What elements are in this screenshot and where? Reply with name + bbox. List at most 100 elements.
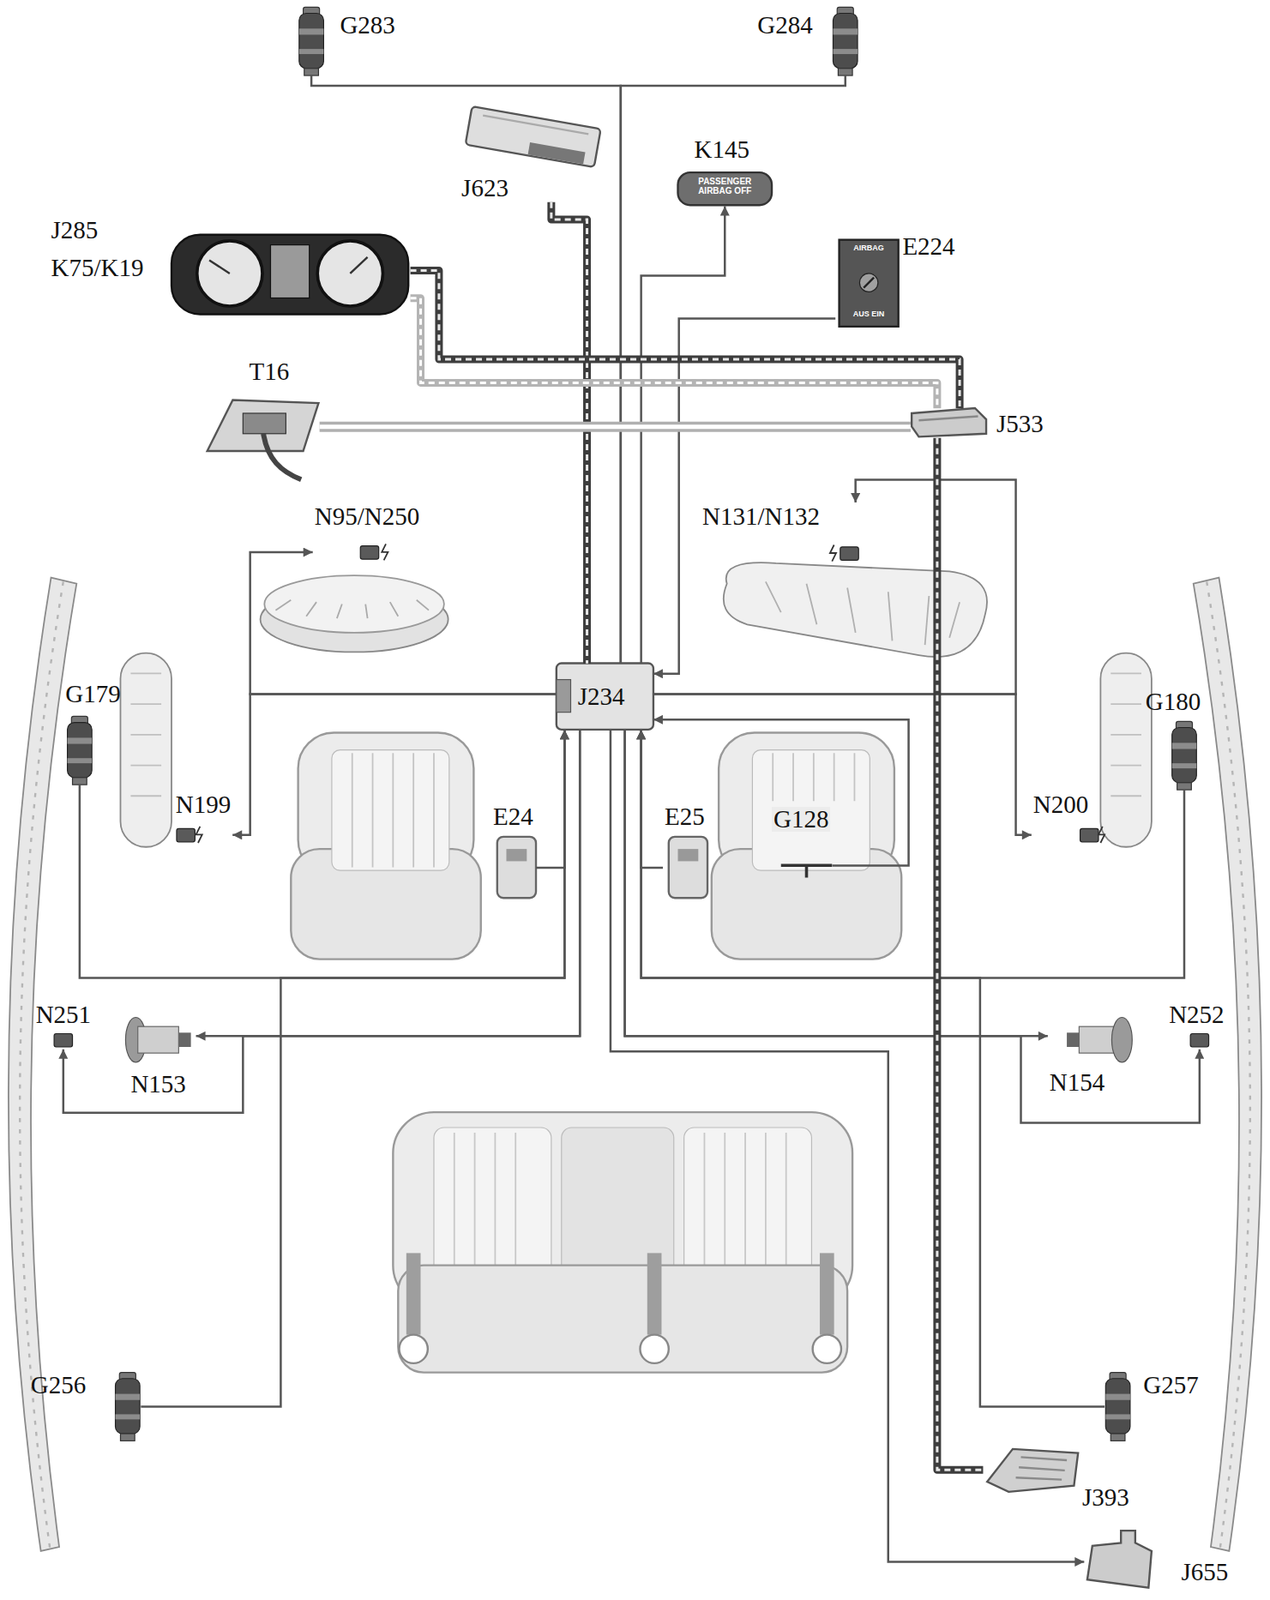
igniter — [840, 547, 859, 560]
part-label: N154 — [1049, 1070, 1105, 1096]
rear-seat — [454, 1132, 787, 1277]
crash-sensor — [115, 1372, 141, 1442]
bus-line — [410, 298, 938, 410]
passenger-airbag — [765, 581, 960, 645]
signal-wire — [641, 729, 663, 868]
signal-wire — [250, 552, 557, 694]
driver-airbag — [264, 575, 445, 633]
bus-line — [937, 438, 984, 1471]
signal-wire — [653, 318, 836, 674]
signal-wire — [641, 729, 1105, 1407]
side-airbag — [1100, 653, 1152, 848]
rear-seat — [392, 1112, 853, 1373]
diagnosis-connector — [207, 400, 320, 481]
part-label: N95/N250 — [314, 504, 420, 530]
component: K145PASSENGER AIRBAG OFF — [678, 135, 773, 207]
control-unit — [987, 1449, 1078, 1493]
crash-sensor — [1105, 1372, 1131, 1442]
part-label: J655 — [1180, 1559, 1228, 1585]
igniter — [1098, 826, 1105, 843]
crash-sensor — [299, 6, 325, 76]
passenger-seat — [711, 732, 902, 959]
control-unit — [465, 106, 602, 168]
part-label: N199 — [175, 792, 231, 818]
buckle-switch — [678, 848, 699, 861]
part-label: K145 — [694, 137, 750, 163]
component: G283 — [299, 6, 398, 75]
part-label: T16 — [248, 359, 289, 385]
belt-tensioner — [1111, 1017, 1132, 1062]
side-airbag — [120, 653, 172, 848]
belt-tensioner — [125, 1017, 191, 1062]
signal-wire — [641, 205, 726, 663]
part-label: E224 — [902, 234, 955, 259]
part-label: N252 — [1168, 1002, 1224, 1028]
signal-wire — [535, 729, 565, 868]
instrument-cluster — [270, 245, 309, 299]
component: E25 — [662, 802, 708, 899]
signal-wire — [140, 729, 565, 1407]
driver-seat — [352, 752, 434, 867]
part-label: K75/K19 — [51, 255, 145, 281]
component: N252 — [1167, 1000, 1226, 1050]
signal-wire — [641, 729, 1185, 978]
control-unit — [465, 106, 602, 168]
part-label: N153 — [130, 1071, 186, 1097]
component: E24 — [491, 802, 536, 899]
diagnosis-connector — [242, 413, 286, 434]
bus-line — [551, 202, 588, 664]
part-label: G284 — [757, 12, 813, 38]
passenger-airbag — [723, 562, 988, 657]
component: E224AIRBAGAUS EIN — [835, 232, 957, 330]
buckle-switch — [497, 836, 536, 898]
igniter — [176, 828, 195, 842]
buckle-switch — [668, 836, 708, 898]
rear-seat — [433, 1127, 552, 1282]
instrument-cluster — [171, 234, 409, 315]
part-label: G179 — [65, 681, 121, 707]
signal-wire — [653, 480, 1017, 695]
component: J285K75/K19 — [49, 216, 411, 320]
signal-wire — [625, 729, 1048, 1036]
curtain-airbag — [1206, 581, 1251, 1549]
signal-wire — [641, 205, 726, 663]
rear-seat — [684, 1127, 813, 1282]
rear-seat — [819, 1252, 835, 1335]
control-unit — [1016, 1456, 1068, 1480]
part-label: J623 — [461, 175, 509, 201]
component: G284 — [755, 6, 859, 75]
curtain-airbag — [8, 577, 77, 1552]
airbag-control-unit — [556, 663, 654, 730]
bus-line — [410, 270, 961, 409]
bus-line — [319, 426, 911, 428]
rear-seat — [812, 1335, 842, 1364]
part-label: G283 — [339, 12, 395, 38]
diagnosis-connector — [263, 433, 301, 481]
bus-line — [551, 202, 588, 664]
signal-wire — [63, 729, 580, 1113]
component: G128 — [770, 805, 832, 879]
rear-seat — [406, 1252, 422, 1335]
bus-line — [551, 202, 588, 664]
part-label: G257 — [1143, 1372, 1198, 1398]
gateway-module — [911, 408, 987, 437]
curtain-airbag — [8, 577, 77, 1552]
instrument-cluster — [209, 257, 368, 274]
seat-mat-sensor — [781, 865, 833, 878]
component: G257 — [1104, 1371, 1201, 1441]
component: G179 — [63, 680, 122, 784]
part-label: J533 — [996, 411, 1044, 437]
component: J234 — [556, 663, 654, 730]
buckle-switch — [497, 836, 536, 898]
control-unit — [528, 142, 586, 164]
signal-wire — [196, 729, 581, 1036]
signal-wire — [140, 729, 565, 1407]
control-unit — [482, 115, 589, 135]
signal-wire — [311, 74, 621, 664]
panel-text: AUS EIN — [836, 310, 901, 319]
signal-wire — [196, 729, 581, 1036]
component: J393 — [982, 1447, 1131, 1512]
rear-seat — [639, 1335, 669, 1364]
side-airbag — [1110, 673, 1142, 796]
part-label: N251 — [36, 1002, 91, 1028]
